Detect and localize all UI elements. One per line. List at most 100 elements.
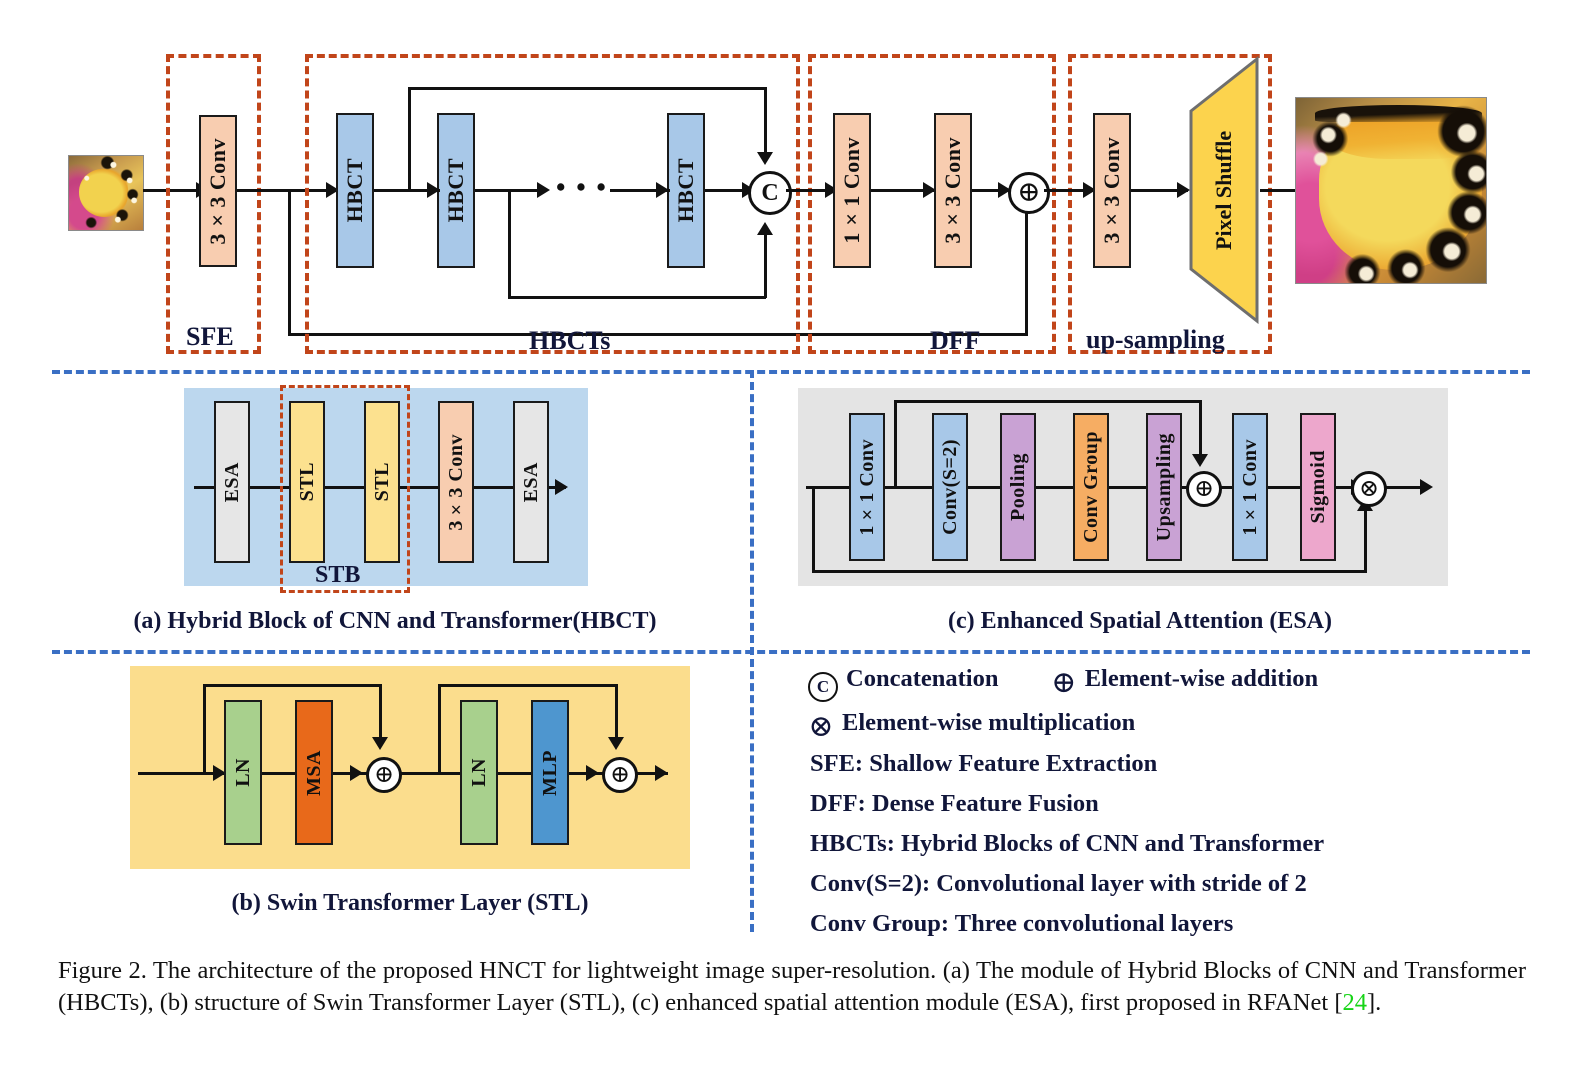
group-box-sfe <box>166 54 261 354</box>
block-label: Conv(S=2) <box>938 439 961 535</box>
panel-c-residual-across <box>812 570 1367 573</box>
wire-dense-skip2-down <box>508 189 511 299</box>
panel-b-caption: (b) Swin Transformer Layer (STL) <box>231 890 589 916</box>
panel-a-block-esa-2: ESA <box>513 401 549 563</box>
panel-b-arrowhead-into-ln1 <box>213 765 226 781</box>
concat-symbol: C <box>761 180 779 206</box>
block-label: ESA <box>220 461 243 503</box>
block-label: Sigmoid <box>1306 450 1329 524</box>
arrowhead-into-add <box>998 182 1011 198</box>
panel-c-block-conv1x1-a: 1×1 Conv <box>849 413 885 561</box>
caption-citation[interactable]: 24 <box>1342 988 1367 1016</box>
wire-global-skip-down <box>288 189 291 336</box>
block-label: 3×3 Conv <box>940 137 965 244</box>
mul-symbol: ⊗ <box>1358 476 1380 502</box>
block-label: 1×1 Conv <box>839 137 864 244</box>
block-label: LN <box>467 758 490 787</box>
legend-label-addition: Element-wise addition <box>1084 665 1319 692</box>
block-label: 1×1 Conv <box>1238 438 1261 536</box>
block-dff-conv3x3: 3×3 Conv <box>934 113 972 268</box>
arrowhead-to-hbct2 <box>427 182 440 198</box>
panel-c-skip-across <box>894 400 1202 403</box>
panel-b-block-msa: MSA <box>295 700 333 845</box>
panel-b-residual2-up <box>438 684 441 774</box>
figure-caption: Figure 2. The architecture of the propos… <box>58 955 1526 1019</box>
group-label-hbcts: HBCTs <box>529 326 611 355</box>
element-wise-addition-node-global: ⊕ <box>1008 172 1050 214</box>
panel-a-output-arrowhead <box>555 479 568 495</box>
arrowhead-dense-skip2-into-concat <box>757 222 773 235</box>
wire-dense-skip2-up <box>764 230 767 298</box>
element-wise-multiplication-icon: ⊗ <box>808 709 834 743</box>
wire-add-to-upsampling <box>1044 189 1094 192</box>
group-label-dff: DFF <box>930 326 981 355</box>
wire-dense-skip1-up <box>408 87 411 191</box>
group-box-upsampling <box>1068 54 1272 354</box>
block-label: HBCT <box>342 158 367 223</box>
panel-a-block-conv3x3: 3×3 Conv <box>438 401 474 563</box>
arrowhead-dense-skip1-into-concat <box>757 152 773 165</box>
panel-c-residual-down <box>812 486 815 573</box>
block-label: 3×3 Conv <box>444 433 467 531</box>
panel-b-arrowhead-into-add1 <box>350 765 363 781</box>
wire-hbctn-to-concat <box>705 189 753 192</box>
concatenation-icon: C <box>808 671 838 702</box>
block-hbct-1: HBCT <box>336 113 374 268</box>
mul-glyph: ⊗ <box>808 709 834 743</box>
block-sfe-conv3x3: 3×3 Conv <box>199 115 237 267</box>
block-label: ESA <box>519 461 542 503</box>
panel-c-block-pooling: Pooling <box>1000 413 1036 561</box>
legend-label-concatenation: Concatenation <box>846 665 999 692</box>
legend-definition-sfe: SFE: Shallow Feature Extraction <box>810 749 1158 777</box>
block-label: Pixel Shuffle <box>1211 130 1236 250</box>
panel-a-block-esa-1: ESA <box>214 401 250 563</box>
arrowhead-dff-conv3 <box>923 182 936 198</box>
legend-row-concat-add: C Concatenation ⊕ Element-wise addition <box>808 658 1428 702</box>
block-dff-conv1x1: 1×1 Conv <box>833 113 871 268</box>
panel-b-block-ln-2: LN <box>460 700 498 845</box>
add-symbol: ⊕ <box>1193 476 1215 502</box>
panel-c-block-sigmoid: Sigmoid <box>1300 413 1336 561</box>
panel-c-residual-up <box>1364 506 1367 572</box>
panel-a-group-box-stb <box>280 385 410 593</box>
panel-b-residual2-arrowhead <box>608 737 624 750</box>
wire-conv-to-pixelshuffle <box>1131 189 1188 192</box>
panel-c-block-upsampling: Upsampling <box>1146 413 1182 561</box>
legend-definition-conv-s2: Conv(S=2): Convolutional layer with stri… <box>810 869 1307 897</box>
panel-c-skip-up <box>894 400 897 488</box>
add-symbol: ⊕ <box>373 762 395 788</box>
legend: C Concatenation ⊕ Element-wise addition … <box>808 658 1428 944</box>
panel-c-block-conv1x1-b: 1×1 Conv <box>1232 413 1268 561</box>
panel-c-caption: (c) Enhanced Spatial Attention (ESA) <box>947 608 1333 634</box>
legend-definition-hbcts: HBCTs: Hybrid Blocks of CNN and Transfor… <box>810 829 1325 857</box>
legend-definition-conv-group: Conv Group: Three convolutional layers <box>810 909 1234 937</box>
block-label: HBCT <box>673 158 698 223</box>
arrowhead-to-hbctn <box>656 182 669 198</box>
panel-b-block-ln-1: LN <box>224 700 262 845</box>
group-box-dff <box>808 54 1056 354</box>
block-pixel-shuffle: Pixel Shuffle <box>1188 56 1260 324</box>
legend-definition-dff: DFF: Dense Feature Fusion <box>810 789 1099 817</box>
group-box-hbcts <box>305 54 800 354</box>
wire-pixelshuffle-to-output <box>1260 189 1322 192</box>
panel-b-residual1-up <box>203 684 206 774</box>
block-label: MSA <box>302 749 325 796</box>
block-hbct-n: HBCT <box>667 113 705 268</box>
panel-a-caption: (a) Hybrid Block of CNN and Transformer(… <box>133 608 657 634</box>
block-label: Conv Group <box>1079 431 1102 543</box>
block-label: Upsampling <box>1152 432 1175 542</box>
group-label-upsampling: up-sampling <box>1086 325 1225 354</box>
wire-dense-skip1-down <box>764 87 767 155</box>
panel-b-residual1-across <box>203 684 382 687</box>
arrowhead-to-ellipsis <box>537 182 550 198</box>
block-label: LN <box>231 758 254 787</box>
caption-body: The architecture of the proposed HNCT fo… <box>58 957 1526 1016</box>
panel-c-element-wise-multiplication-node: ⊗ <box>1351 471 1387 507</box>
arrowhead-into-pixelshuffle <box>1177 182 1190 198</box>
panel-b-block-mlp: MLP <box>531 700 569 845</box>
block-label: Pooling <box>1006 453 1029 521</box>
panel-c-skip-arrowhead <box>1192 454 1208 467</box>
block-hbct-2: HBCT <box>437 113 475 268</box>
arrowhead-into-upsampling <box>1083 182 1096 198</box>
wire-global-skip-across <box>288 333 1027 336</box>
